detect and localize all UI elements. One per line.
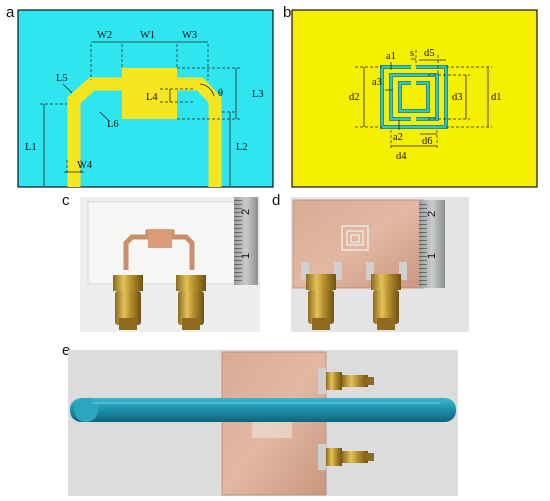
panel-d-connector-right bbox=[366, 262, 407, 330]
panel-d-connector-left bbox=[301, 262, 342, 330]
dim-s: s bbox=[410, 48, 414, 59]
panel-letter-a: a bbox=[6, 4, 15, 21]
panel-a-center-patch bbox=[122, 68, 177, 119]
panel-d-photo: 2 1 bbox=[291, 197, 469, 332]
panel-letter-b: b bbox=[283, 4, 292, 21]
panel-b-arrows bbox=[363, 58, 489, 147]
panel-e-connector-top bbox=[318, 368, 374, 394]
dim-W4: W4 bbox=[77, 160, 93, 171]
dim-d3: d3 bbox=[452, 92, 463, 103]
dim-d6: d6 bbox=[422, 136, 433, 147]
panel-a-right-feed bbox=[175, 77, 222, 187]
panel-c-ruler-ticks bbox=[234, 200, 242, 284]
dim-L3: L3 bbox=[252, 89, 264, 100]
dim-L1: L1 bbox=[25, 142, 37, 153]
dim-a2: a2 bbox=[393, 132, 403, 143]
panel-a-arrows bbox=[43, 41, 237, 186]
panel-c-ruler-label-2: 2 bbox=[240, 209, 252, 215]
panel-b-substrate bbox=[291, 9, 538, 188]
dim-d5: d5 bbox=[424, 48, 435, 59]
panel-d-ruler-label-2: 2 bbox=[426, 211, 438, 217]
panel-d-ruler-ticks bbox=[419, 203, 427, 287]
panel-b-layout: a1 s d5 a3 d2 d3 d1 a2 d6 d4 bbox=[291, 9, 538, 188]
dim-W2: W2 bbox=[97, 30, 112, 41]
panel-b-gap-middle bbox=[411, 116, 416, 122]
panel-e-blue-rod bbox=[70, 398, 456, 422]
dim-L6: L6 bbox=[107, 119, 119, 130]
dim-theta: θ bbox=[218, 88, 223, 99]
dim-a1: a1 bbox=[386, 51, 396, 62]
panel-a-layout: W2 W1 W3 L5 L4 θ L3 L6 L1 L2 W4 bbox=[17, 9, 274, 188]
dim-W3: W3 bbox=[182, 30, 197, 41]
dim-W1: W1 bbox=[140, 30, 155, 41]
panel-c-copper-patch bbox=[148, 229, 172, 248]
dim-d2: d2 bbox=[349, 92, 360, 103]
dim-L2: L2 bbox=[236, 142, 248, 153]
panel-d-resonator bbox=[341, 225, 369, 251]
panel-letter-d: d bbox=[272, 192, 281, 209]
dim-L4: L4 bbox=[146, 92, 158, 103]
panel-a-dimension-lines bbox=[40, 44, 240, 175]
dim-d1: d1 bbox=[491, 92, 502, 103]
panel-c-connector-left bbox=[113, 275, 143, 330]
panel-c-photo: 2 1 bbox=[80, 197, 260, 332]
panel-a-left-feed bbox=[67, 77, 125, 187]
panel-c-board bbox=[87, 201, 239, 285]
panel-d-ruler-label-1: 1 bbox=[426, 253, 438, 259]
panel-e-rod-end bbox=[74, 398, 98, 422]
dim-L5: L5 bbox=[56, 73, 68, 84]
panel-e-photo bbox=[68, 350, 458, 496]
panel-c-connector-right bbox=[176, 275, 206, 330]
dim-a3: a3 bbox=[372, 77, 382, 88]
dim-d4: d4 bbox=[396, 151, 407, 162]
panel-letter-e: e bbox=[62, 342, 71, 359]
panel-b-gap-inner bbox=[411, 80, 416, 86]
panel-e-connector-bottom bbox=[318, 444, 374, 470]
panel-letter-c: c bbox=[62, 192, 70, 209]
panel-b-dimension-lines bbox=[355, 50, 492, 150]
panel-c-ruler-label-1: 1 bbox=[240, 253, 252, 259]
panel-b-gap-outer bbox=[411, 64, 416, 70]
